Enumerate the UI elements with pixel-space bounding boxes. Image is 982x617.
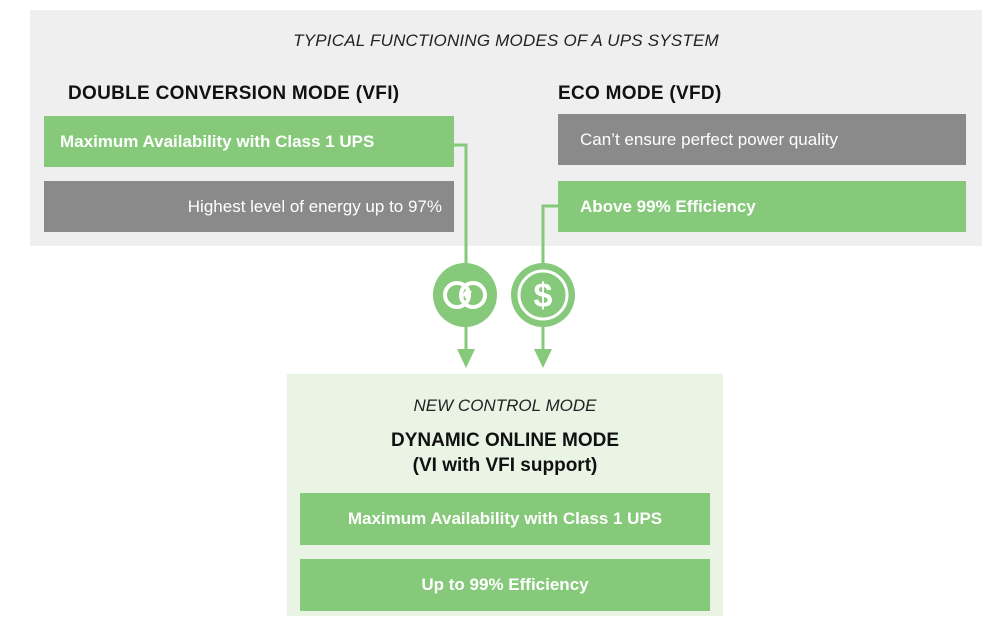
right-arrowhead xyxy=(534,349,552,368)
bottom-availability-text: Maximum Availability with Class 1 UPS xyxy=(347,509,663,528)
new-control-subtitle: NEW CONTROL MODE xyxy=(413,396,597,415)
dynamic-mode-subheading: (VI with VFI support) xyxy=(412,455,598,476)
continuity-link-icon xyxy=(433,263,497,327)
right-quality-box: Can’t ensure perfect power quality xyxy=(558,114,966,165)
right-quality-text: Can’t ensure perfect power quality xyxy=(580,129,838,149)
left-column-heading: DOUBLE CONVERSION MODE (VFI) xyxy=(68,83,400,104)
left-energy-box: Highest level of energy up to 97% xyxy=(44,181,454,232)
left-arrowhead xyxy=(457,349,475,368)
top-title: TYPICAL FUNCTIONING MODES OF A UPS SYSTE… xyxy=(293,31,719,50)
bottom-efficiency-box: Up to 99% Efficiency xyxy=(300,559,710,611)
right-column-heading: ECO MODE (VFD) xyxy=(558,83,722,104)
left-connector-line xyxy=(454,143,468,360)
dollar-icon: $ xyxy=(511,263,575,327)
right-efficiency-text: Above 99% Efficiency xyxy=(580,196,756,216)
right-efficiency-box: Above 99% Efficiency xyxy=(558,181,966,232)
bottom-availability-box: Maximum Availability with Class 1 UPS xyxy=(300,493,710,545)
bottom-efficiency-text: Up to 99% Efficiency xyxy=(421,575,589,594)
svg-text:$: $ xyxy=(534,277,553,315)
left-energy-text: Highest level of energy up to 97% xyxy=(187,196,442,216)
dynamic-mode-heading: DYNAMIC ONLINE MODE xyxy=(391,430,619,451)
left-availability-text: Maximum Availability with Class 1 UPS xyxy=(60,131,375,151)
left-availability-box: Maximum Availability with Class 1 UPS xyxy=(44,116,454,167)
